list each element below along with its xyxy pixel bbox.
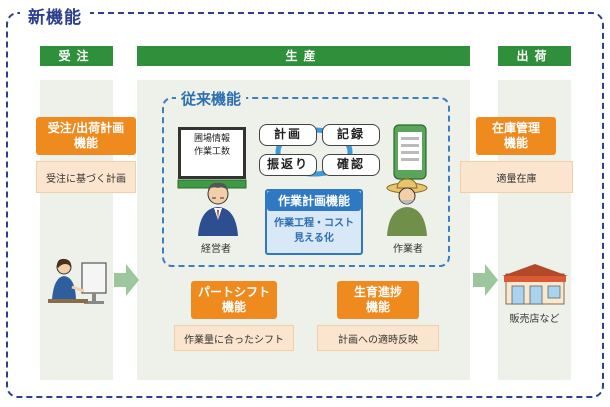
manager-label: 経営者 [201, 244, 231, 255]
cycle-record: 記録 [322, 124, 380, 146]
growth-title-line-2: 機能 [365, 300, 390, 314]
inventory-card-title: 在庫管理 機能 [476, 117, 556, 155]
work-plan-body-line-1: 作業工程・コスト [274, 218, 354, 229]
cycle-plan: 計画 [259, 124, 317, 146]
flow-arrow-icon [114, 264, 139, 296]
inventory-card: 在庫管理 機能 適量在庫 [460, 117, 573, 193]
part-shift-card: パートシフト 機能 作業量に合ったシフト [174, 281, 294, 351]
growth-progress-card-title: 生育進捗 機能 [337, 281, 419, 319]
part-shift-card-title: パートシフト 機能 [191, 281, 277, 319]
work-plan-card-title: 作業計画機能 [267, 191, 361, 211]
smartphone-icon [393, 124, 427, 180]
legacy-features-frame [162, 97, 450, 267]
farm-worker-icon [386, 178, 428, 236]
inventory-card-body: 適量在庫 [460, 161, 573, 193]
order-plan-card: 受注/出荷計画 機能 受注に基づく計画 [36, 117, 136, 193]
store-icon [502, 264, 568, 305]
column-header-orders: 受注 [40, 46, 113, 66]
part-shift-title-line-1: パートシフト [197, 285, 270, 299]
flow-arrow-icon [473, 264, 498, 296]
work-plan-card: 作業計画機能 作業工程・コスト 見える化 [265, 189, 363, 255]
work-plan-card-body: 作業工程・コスト 見える化 [267, 211, 361, 246]
order-plan-card-body: 受注に基づく計画 [36, 161, 136, 193]
order-plan-card-title: 受注/出荷計画 機能 [36, 117, 136, 155]
office-worker-icon [48, 258, 107, 304]
work-plan-body-line-2: 見える化 [294, 233, 334, 244]
inventory-title-line-2: 機能 [503, 136, 528, 150]
monitor-line-1: 圃場情報 [193, 134, 230, 144]
part-shift-title-line-2: 機能 [221, 300, 246, 314]
cycle-review: 振返り [259, 154, 317, 176]
order-plan-title-line-1: 受注/出荷計画 [47, 121, 125, 135]
column-header-shipping: 出荷 [498, 46, 571, 66]
part-shift-card-body: 作業量に合ったシフト [174, 325, 294, 351]
order-plan-title-line-2: 機能 [73, 136, 98, 150]
inventory-title-line-1: 在庫管理 [491, 121, 540, 135]
worker-label: 作業者 [393, 244, 423, 255]
page-title: 新機能 [20, 3, 90, 28]
store-label: 販売店など [509, 314, 560, 325]
manager-icon [198, 182, 238, 236]
legacy-features-title: 従来機能 [176, 88, 247, 109]
column-header-production: 生産 [137, 46, 470, 66]
new-features-frame [6, 12, 604, 398]
cycle-confirm: 確認 [322, 154, 380, 176]
monitor: 圃場情報 作業工数 [178, 127, 246, 179]
growth-progress-card: 生育進捗 機能 計画への適時反映 [317, 281, 439, 351]
growth-title-line-1: 生育進捗 [353, 285, 402, 299]
growth-progress-card-body: 計画への適時反映 [317, 325, 439, 351]
monitor-line-2: 作業工数 [193, 147, 230, 157]
monitor-text: 圃場情報 作業工数 [181, 130, 243, 159]
